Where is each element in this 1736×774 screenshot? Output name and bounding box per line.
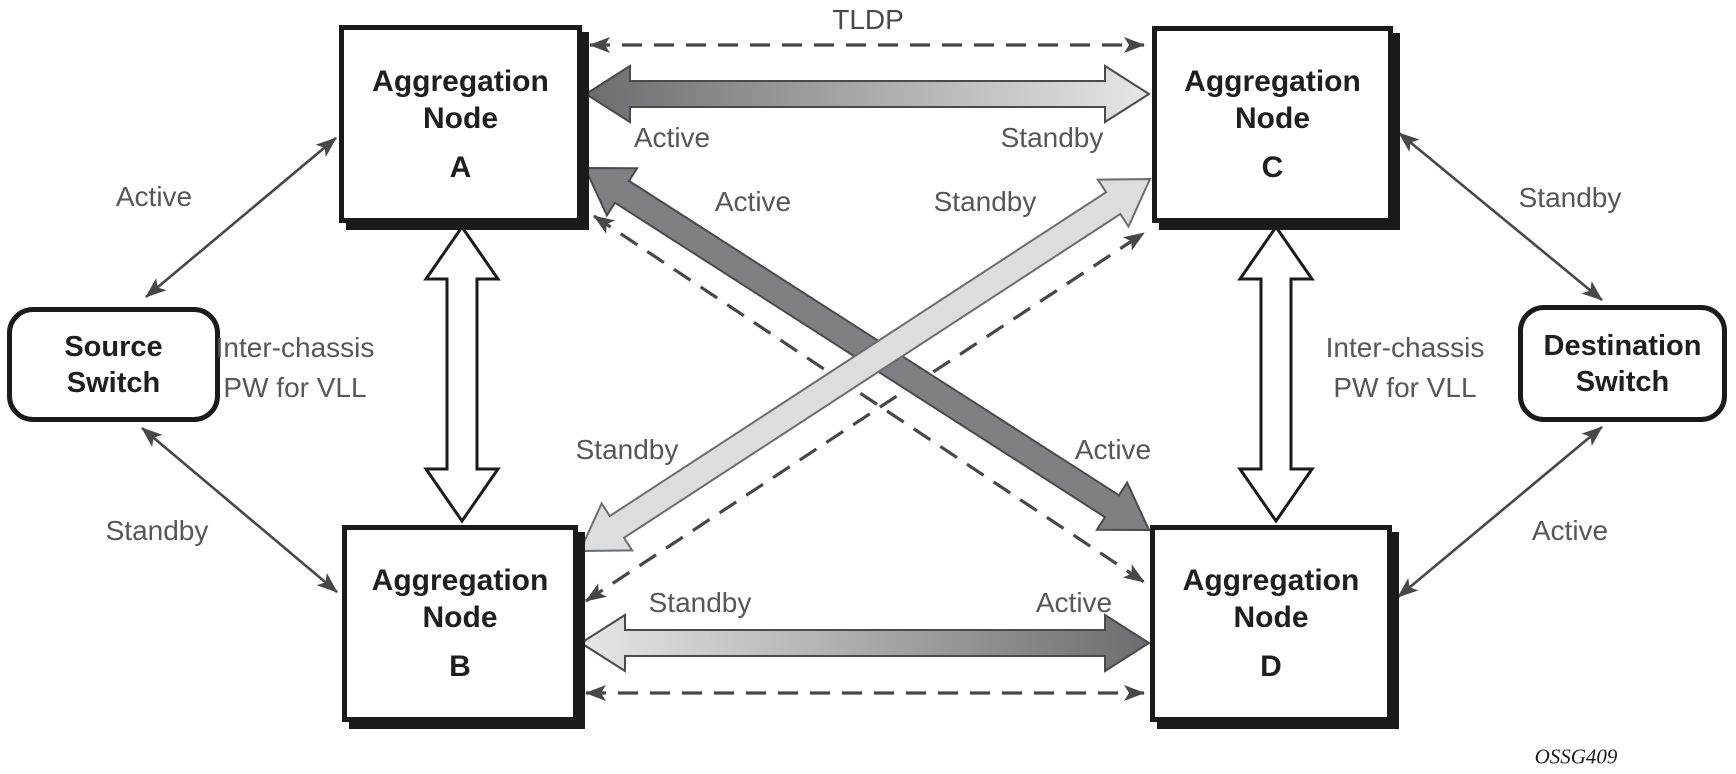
destination-switch: Destination Switch [1518,305,1727,422]
source-switch-line2: Switch [66,366,161,399]
edge-source-to-node-a [145,137,337,298]
label-bd-active: Active [1035,587,1113,618]
label-interchassis-right: Inter-chassis PW for VLL [1326,328,1485,408]
label-source-b-standby: Standby [105,515,209,546]
edge-b-c-dashed [585,231,1145,603]
node-aggregation-a: Aggregation Node A [339,25,582,223]
label-bc-lower-standby: Standby [575,434,679,465]
label-interchassis-left-line1: Inter-chassis [215,332,375,363]
label-ac-active: Active [633,122,711,153]
node-c-title-line2: Node [1235,102,1310,135]
label-tldp: TLDP [832,4,904,35]
label-source-a-active: Active [115,181,193,212]
figure-code: OSSG409 [1534,744,1618,769]
label-bd-standby: Standby [648,587,752,618]
source-switch-line1: Source [64,330,163,363]
source-switch: Source Switch [7,307,220,422]
node-d-letter: D [1260,650,1282,683]
node-aggregation-c: Aggregation Node C [1152,26,1393,223]
label-interchassis-right-line2: PW for VLL [1333,372,1477,403]
label-interchassis-right-line1: Inter-chassis [1325,332,1485,363]
node-a-letter: A [449,150,472,184]
edge-a-d-dashed [593,214,1145,584]
node-b-title-line1: Aggregation [371,564,549,597]
label-bc-upper-standby: Standby [933,186,1037,217]
destination-switch-line1: Destination [1543,329,1702,362]
node-d-title-line2: Node [1233,601,1309,634]
pw-arrow-a-c [584,64,1151,124]
label-ad-upper-active: Active [714,186,792,217]
node-d-title-line1: Aggregation [1182,564,1360,597]
interchassis-arrow-c-d [1237,224,1315,524]
pw-arrow-b-c-standby [578,177,1152,553]
pw-arrow-b-d [579,613,1151,673]
node-aggregation-b: Aggregation Node B [342,525,578,722]
label-interchassis-left-line2: PW for VLL [223,372,367,403]
node-b-letter: B [449,650,471,683]
interchassis-arrow-a-b [423,224,501,524]
edge-destination-to-node-d [1397,426,1603,598]
node-c-title-line1: Aggregation [1184,65,1361,98]
node-a-title-line2: Node [423,101,498,135]
label-destination-c-standby: Standby [1518,182,1622,213]
edge-destination-to-node-c [1398,131,1603,302]
node-c-letter: C [1261,151,1284,184]
node-b-title-line2: Node [422,601,498,634]
edge-source-to-node-b [141,427,338,593]
node-a-title-line1: Aggregation [372,64,549,98]
label-ad-lower-active: Active [1074,434,1152,465]
label-interchassis-left: Inter-chassis PW for VLL [216,328,375,408]
destination-switch-line2: Switch [1575,365,1670,398]
label-ac-standby: Standby [1000,122,1104,153]
node-aggregation-d: Aggregation Node D [1150,525,1392,722]
label-destination-d-active: Active [1531,515,1609,546]
